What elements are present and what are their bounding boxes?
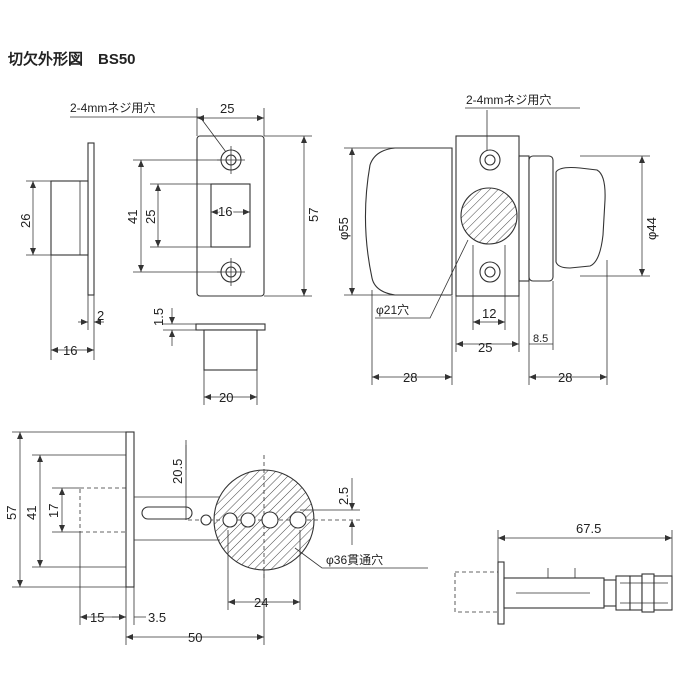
dim-bottom-20-5: 20.5 <box>170 459 185 484</box>
label-phi21-hole: φ21穴 <box>376 302 409 317</box>
lock-front-view <box>344 107 650 385</box>
dim-bottom-50: 50 <box>188 630 202 645</box>
strike-side-view <box>26 142 104 360</box>
dim-strike-depth: 16 <box>63 343 77 358</box>
dim-strike-plate-thickness: 2 <box>97 308 104 323</box>
latch-side-view <box>454 530 673 625</box>
strike-plate-front <box>70 108 312 297</box>
door-cut-section <box>12 431 428 645</box>
dim-hole-12: 12 <box>482 306 496 321</box>
dim-bottom-15: 15 <box>90 610 104 625</box>
dim-knob-projection-left: 28 <box>403 370 417 385</box>
dim-knob-diameter: φ55 <box>336 217 351 240</box>
dim-window-height: 25 <box>143 210 158 224</box>
dim-bottom-2-5: 2.5 <box>336 487 351 505</box>
dim-bottom-24: 24 <box>254 595 268 610</box>
dim-knob-projection-right: 28 <box>558 370 572 385</box>
label-screw-holes-1: 2-4mmネジ用穴 <box>70 100 155 115</box>
dim-latch-width: 25 <box>478 340 492 355</box>
dim-bottom-57: 57 <box>4 506 19 520</box>
dim-plate-width: 25 <box>220 101 234 116</box>
dim-thumb-projection: 8.5 <box>533 333 548 345</box>
dim-hole-pitch: 41 <box>125 210 140 224</box>
strike-box <box>163 308 266 405</box>
dim-strike-height: 26 <box>18 214 33 228</box>
dim-window-width: 16 <box>218 204 232 219</box>
dim-bottom-3-5: 3.5 <box>148 610 166 625</box>
dim-bottom-17: 17 <box>46 504 61 518</box>
dim-thumbturn-diameter: φ44 <box>644 217 659 240</box>
drawing-title: 切欠外形図 BS50 <box>8 50 136 68</box>
label-phi36-through-hole: φ36貫通穴 <box>326 552 383 567</box>
dim-box-thickness: 1.5 <box>151 308 166 326</box>
dim-bottom-41: 41 <box>24 506 39 520</box>
label-screw-holes-2: 2-4mmネジ用穴 <box>466 92 551 107</box>
dim-plate-height: 57 <box>306 208 321 222</box>
dim-box-width: 20 <box>219 390 233 405</box>
dim-side-67-5: 67.5 <box>576 521 601 536</box>
